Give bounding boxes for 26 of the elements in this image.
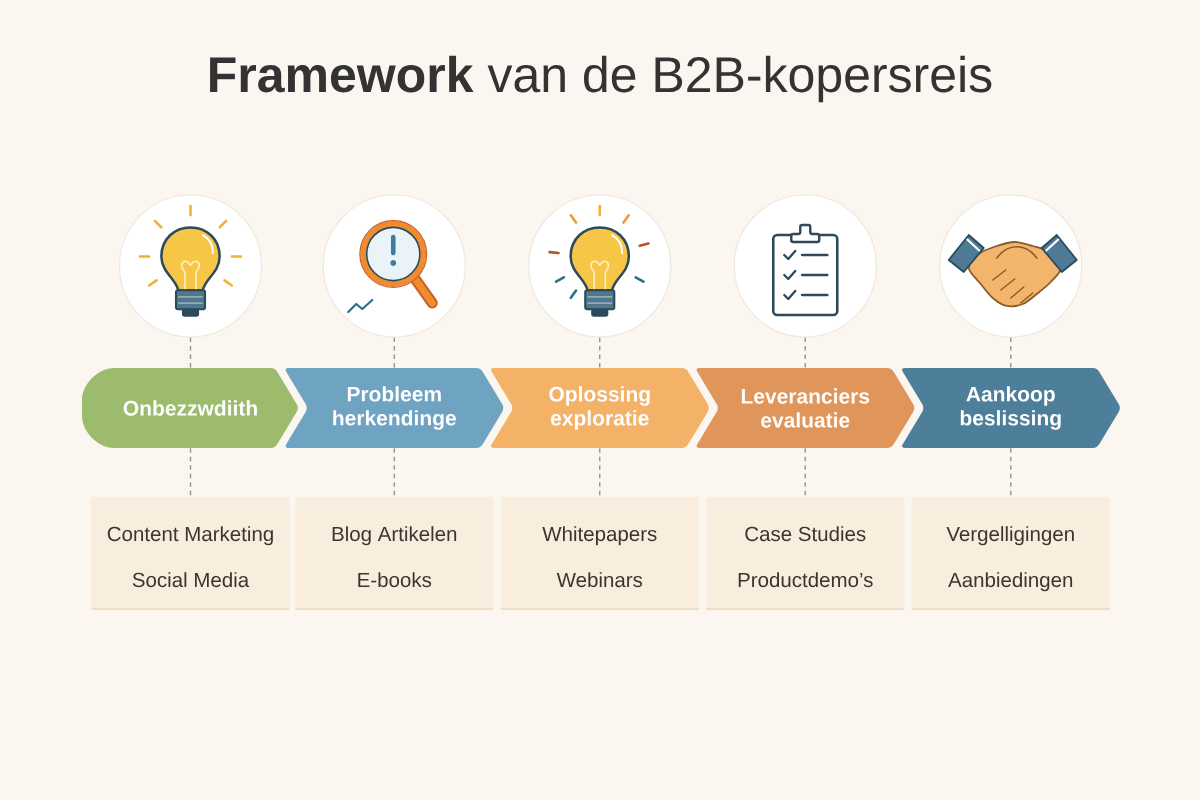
channel-label: E-books (358, 572, 432, 588)
connector-line (393, 447, 395, 498)
channel-label: Webinars (556, 572, 643, 588)
connector-line (393, 336, 395, 369)
magnifier-icon (322, 194, 466, 338)
channel-label: Blog Artikelen (332, 526, 457, 546)
lightbulb-icon (118, 194, 263, 338)
connector-line (1010, 447, 1012, 498)
connector-line (189, 447, 192, 498)
connector-line (804, 447, 806, 498)
connector-line (599, 336, 601, 369)
connector-line (804, 336, 806, 369)
channel-label: Case Studies (745, 526, 866, 542)
handshake-icon (939, 194, 1083, 338)
connector-line (1010, 336, 1012, 369)
channel-label: Social Media (132, 572, 250, 588)
channel-label: Whitepapers (542, 526, 657, 546)
title: Framework van de B2B-kopersreis (210, 55, 992, 103)
channel-label: Content Marketing (107, 526, 273, 546)
channel-label: Productdemo’s (738, 572, 873, 588)
channel-label: Vergelligingen (946, 526, 1074, 546)
channel-label: Aanbiedingen (948, 572, 1073, 592)
connector-line (189, 336, 192, 369)
connector-line (599, 447, 601, 498)
clipboard-icon (733, 194, 877, 338)
lightbulb-icon (528, 194, 672, 338)
